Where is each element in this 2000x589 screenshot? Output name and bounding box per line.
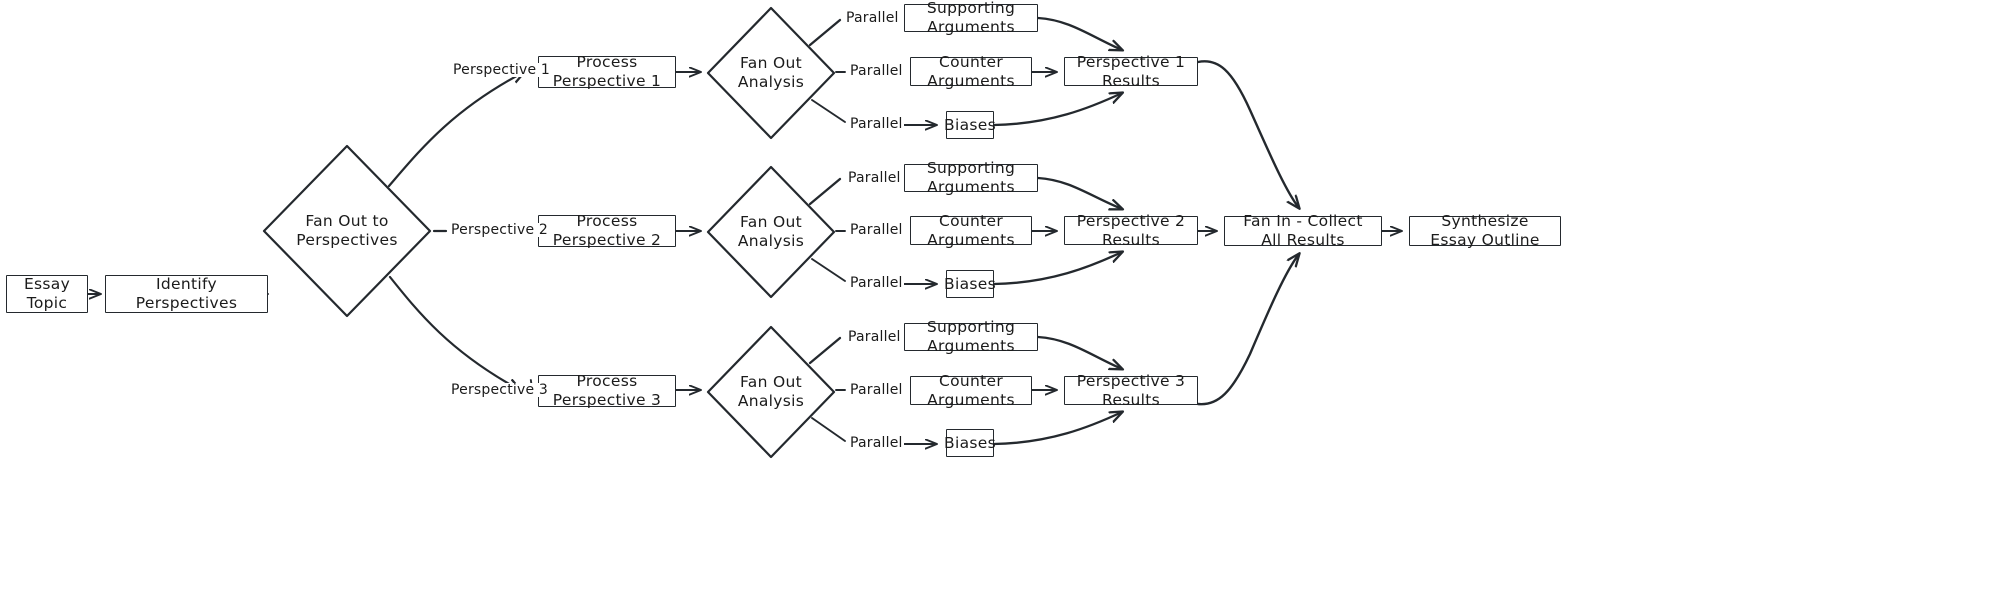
node-supporting-arguments-3[interactable]: Supporting Arguments [904, 318, 1038, 355]
diamond-shape [706, 6, 836, 140]
node-perspective-3-results[interactable]: Perspective 3 Results [1064, 372, 1198, 409]
node-label: Fan Out to Perspectives [296, 212, 398, 249]
node-fan-out-analysis-1[interactable]: Fan Out Analysis [706, 6, 836, 140]
node-label: Perspective 3 Results [1076, 371, 1186, 409]
node-essay-topic[interactable]: Essay Topic [6, 275, 88, 313]
edge-label-parallel-1a: Parallel [845, 10, 900, 26]
edge-label-parallel-3b: Parallel [849, 382, 904, 398]
edge-label-perspective-3: Perspective 3 [450, 382, 550, 398]
node-label: Perspective 1 Results [1076, 52, 1186, 90]
node-fan-out-analysis-3[interactable]: Fan Out Analysis [706, 325, 836, 459]
node-process-perspective-1[interactable]: Process Perspective 1 [538, 53, 676, 90]
node-label: Fan Out Analysis [737, 54, 805, 91]
edge-biases1-to-result1 [992, 93, 1122, 127]
node-label: Counter Arguments [927, 52, 1015, 90]
node-label: Process Perspective 3 [552, 372, 662, 409]
edge-support1-to-result1 [1036, 16, 1122, 50]
edge-label-parallel-3c: Parallel [849, 435, 904, 451]
node-label: Biases [944, 115, 996, 134]
node-counter-arguments-3[interactable]: Counter Arguments [910, 372, 1032, 409]
node-fan-out-to-perspectives[interactable]: Fan Out to Perspectives [262, 144, 432, 318]
node-perspective-2-results[interactable]: Perspective 2 Results [1064, 212, 1198, 249]
edge-support2-to-result2 [1036, 176, 1122, 209]
node-label: Supporting Arguments [926, 0, 1016, 36]
edge-result3-to-fanin [1196, 254, 1299, 406]
edge-label-parallel-2b: Parallel [849, 222, 904, 238]
node-biases-1[interactable]: Biases [944, 111, 996, 139]
edge-label-parallel-1b: Parallel [849, 63, 904, 79]
node-label: Supporting Arguments [926, 318, 1016, 355]
node-label: Process Perspective 1 [552, 53, 662, 90]
diamond-shape [706, 165, 836, 299]
node-label: Fan Out Analysis [737, 373, 805, 410]
node-label: Biases [944, 274, 996, 293]
node-perspective-1-results[interactable]: Perspective 1 Results [1064, 53, 1198, 90]
node-label: Counter Arguments [927, 211, 1015, 249]
node-label: Fan In - Collect All Results [1243, 212, 1363, 249]
edge-biases2-to-result2 [992, 252, 1122, 286]
node-label: Perspective 2 Results [1076, 211, 1186, 249]
edge-support3-to-result3 [1036, 335, 1122, 369]
node-synthesize-essay-outline[interactable]: Synthesize Essay Outline [1409, 212, 1561, 249]
node-label: Biases [944, 433, 996, 452]
node-biases-3[interactable]: Biases [944, 429, 996, 457]
node-supporting-arguments-2[interactable]: Supporting Arguments [904, 159, 1038, 196]
edge-label-parallel-2a: Parallel [847, 170, 902, 186]
node-label: Supporting Arguments [926, 159, 1016, 196]
node-label: Essay Topic [23, 275, 71, 312]
edge-biases3-to-result3 [992, 412, 1122, 446]
node-fan-in-collect-all-results[interactable]: Fan In - Collect All Results [1224, 212, 1382, 249]
node-supporting-arguments-1[interactable]: Supporting Arguments [904, 0, 1038, 36]
node-label: Process Perspective 2 [552, 212, 662, 249]
node-label: Counter Arguments [927, 371, 1015, 409]
node-label: Fan Out Analysis [737, 213, 805, 250]
edge-label-parallel-3a: Parallel [847, 329, 902, 345]
node-fan-out-analysis-2[interactable]: Fan Out Analysis [706, 165, 836, 299]
node-counter-arguments-1[interactable]: Counter Arguments [910, 53, 1032, 90]
edge-label-parallel-2c: Parallel [849, 275, 904, 291]
edge-label-perspective-1: Perspective 1 [452, 62, 552, 78]
node-identify-perspectives[interactable]: Identify Perspectives [105, 275, 268, 313]
edge-label-perspective-2: Perspective 2 [450, 222, 550, 238]
node-process-perspective-2[interactable]: Process Perspective 2 [538, 212, 676, 249]
node-label: Synthesize Essay Outline [1430, 212, 1540, 249]
node-process-perspective-3[interactable]: Process Perspective 3 [538, 372, 676, 409]
edge-result1-to-fanin [1196, 60, 1299, 208]
diamond-shape [706, 325, 836, 459]
node-counter-arguments-2[interactable]: Counter Arguments [910, 212, 1032, 249]
node-biases-2[interactable]: Biases [944, 270, 996, 298]
diamond-shape [262, 144, 432, 318]
edge-label-parallel-1c: Parallel [849, 116, 904, 132]
node-label: Identify Perspectives [135, 275, 238, 312]
